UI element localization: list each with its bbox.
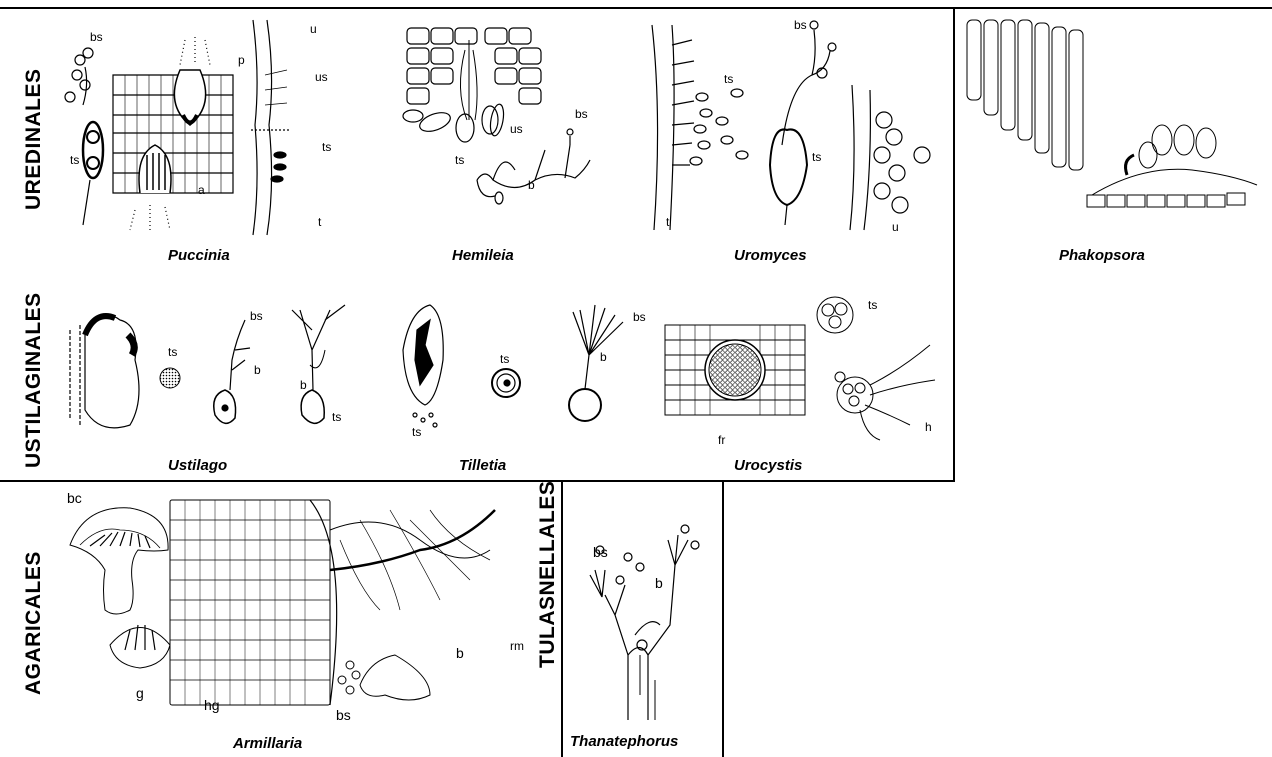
tulasnellales-right-divider — [722, 481, 724, 757]
top-border — [0, 7, 1272, 9]
label-armillaria-rm: rm — [510, 639, 524, 653]
genus-urocystis: Urocystis — [734, 457, 802, 474]
label-ustilago-b-2: b — [300, 378, 307, 392]
label-thanatephorus-bs: bs — [593, 544, 608, 560]
label-uromyces-bs: bs — [794, 18, 807, 32]
label-puccinia-a: a — [198, 183, 205, 197]
ustilago-illustration — [60, 290, 370, 460]
label-urocystis-fr: fr — [718, 433, 725, 447]
genus-phakopsora: Phakopsora — [1059, 247, 1145, 264]
label-puccinia-bs: bs — [90, 30, 103, 44]
label-ustilago-ts-2: ts — [332, 410, 341, 424]
label-tilletia-ts-2: ts — [500, 352, 509, 366]
urocystis-illustration — [660, 285, 950, 450]
label-armillaria-bc: bc — [67, 490, 82, 506]
label-ustilago-bs: bs — [250, 309, 263, 323]
uromyces-illustration — [632, 15, 952, 240]
label-thanatephorus-b: b — [655, 575, 663, 591]
label-puccinia-us: us — [315, 70, 328, 84]
label-tilletia-b: b — [600, 350, 607, 364]
armillaria-illustration — [60, 490, 550, 730]
order-label-agaricales: AGARICALES — [22, 551, 46, 695]
label-puccinia-t: t — [318, 215, 321, 229]
label-uromyces-ts-2: ts — [812, 150, 821, 164]
label-puccinia-u: u — [310, 22, 317, 36]
genus-puccinia: Puccinia — [168, 247, 230, 264]
label-armillaria-bs: bs — [336, 707, 351, 723]
phakopsora-divider — [953, 8, 955, 480]
genus-uromyces: Uromyces — [734, 247, 807, 264]
label-ustilago-ts: ts — [168, 345, 177, 359]
hemileia-illustration — [395, 20, 595, 215]
label-armillaria-b: b — [456, 645, 464, 661]
label-armillaria-g: g — [136, 685, 144, 701]
phakopsora-illustration — [962, 15, 1262, 225]
label-tilletia-ts: ts — [412, 425, 421, 439]
label-uromyces-u: u — [892, 220, 899, 234]
label-ustilago-b: b — [254, 363, 261, 377]
label-puccinia-p: p — [238, 53, 245, 67]
genus-hemileia: Hemileia — [452, 247, 514, 264]
ustilaginales-bottom-border — [0, 480, 955, 482]
tilletia-illustration — [385, 290, 645, 450]
tulasnellales-left-divider — [561, 481, 563, 757]
label-uromyces-ts: ts — [724, 72, 733, 86]
puccinia-illustration — [55, 15, 290, 240]
label-uromyces-t: t — [666, 215, 669, 229]
label-hemileia-b: b — [528, 178, 535, 192]
label-hemileia-us: us — [510, 122, 523, 136]
label-urocystis-h: h — [925, 420, 932, 434]
label-tilletia-bs: bs — [633, 310, 646, 324]
label-hemileia-ts: ts — [455, 153, 464, 167]
label-puccinia-ts: ts — [70, 153, 79, 167]
order-label-uredinales: UREDINALES — [22, 68, 46, 210]
label-puccinia-ts-2: ts — [322, 140, 331, 154]
genus-tilletia: Tilletia — [459, 457, 506, 474]
genus-thanatephorus: Thanatephorus — [570, 733, 678, 750]
genus-armillaria: Armillaria — [233, 735, 302, 752]
order-label-ustilaginales: USTILAGINALES — [22, 292, 46, 468]
label-urocystis-ts: ts — [868, 298, 877, 312]
label-hemileia-bs: bs — [575, 107, 588, 121]
label-armillaria-hg: hg — [204, 697, 220, 713]
